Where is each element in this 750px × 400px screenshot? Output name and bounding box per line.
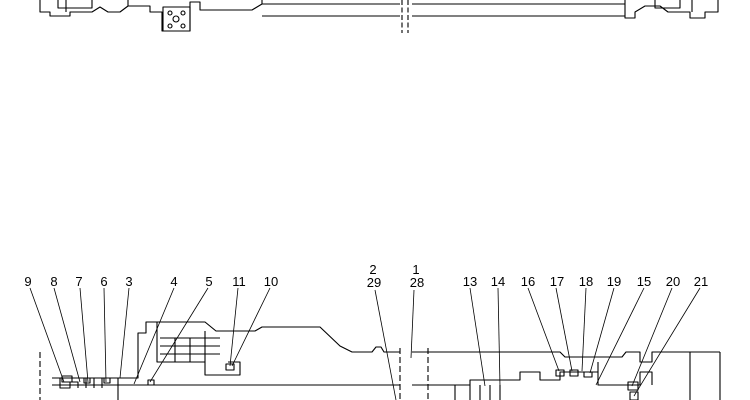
gland-inner-step bbox=[204, 361, 241, 376]
callout-7: 7 bbox=[75, 274, 82, 289]
seal-ring bbox=[103, 377, 111, 384]
leader-18 bbox=[581, 287, 587, 372]
overview-left-end bbox=[39, 0, 129, 17]
callout-8: 8 bbox=[50, 274, 57, 289]
right-end-vertical bbox=[689, 352, 721, 400]
leader-lines bbox=[29, 287, 701, 400]
overview-gland bbox=[128, 0, 263, 32]
leader-9 bbox=[29, 287, 65, 383]
leader-13 bbox=[469, 287, 486, 387]
callout-19: 19 bbox=[607, 274, 621, 289]
leader-16 bbox=[527, 287, 560, 372]
gland-thread bbox=[160, 337, 220, 362]
rod-bore-line bbox=[52, 377, 470, 386]
callout-14: 14 bbox=[491, 274, 505, 289]
leader-14 bbox=[497, 287, 501, 387]
callout-29: 29 bbox=[367, 275, 381, 290]
piston-seal bbox=[583, 371, 593, 378]
callout-16: 16 bbox=[521, 274, 535, 289]
leader-10 bbox=[231, 287, 271, 367]
seal-group-left bbox=[59, 378, 103, 389]
piston-seal bbox=[555, 369, 565, 377]
leader-7 bbox=[79, 287, 89, 383]
piston-body bbox=[454, 371, 598, 400]
sectional-view bbox=[39, 321, 721, 400]
leader-5 bbox=[149, 287, 209, 383]
overview-left-clevis bbox=[57, 0, 93, 12]
overview-right-clevis bbox=[654, 0, 693, 12]
leader-6 bbox=[103, 287, 107, 383]
callout-20: 20 bbox=[666, 274, 680, 289]
callout-1: 1 bbox=[412, 262, 419, 277]
callout-21: 21 bbox=[694, 274, 708, 289]
leader-21 bbox=[633, 287, 701, 397]
callout-11: 11 bbox=[232, 274, 246, 289]
piston-seal bbox=[629, 391, 639, 400]
callout-18: 18 bbox=[579, 274, 593, 289]
overview-port-bolt bbox=[167, 10, 173, 16]
callout-10: 10 bbox=[264, 274, 278, 289]
leader-3 bbox=[119, 287, 130, 379]
overview-port-bolt bbox=[180, 23, 186, 29]
gland-housing bbox=[117, 321, 400, 400]
callout-3: 3 bbox=[125, 274, 132, 289]
leader-20 bbox=[631, 287, 673, 387]
seal-ring bbox=[61, 375, 73, 383]
piston-seal bbox=[569, 369, 579, 377]
callout-6: 6 bbox=[100, 274, 107, 289]
callout-15: 15 bbox=[637, 274, 651, 289]
overview-break bbox=[401, 0, 409, 33]
callout-17: 17 bbox=[550, 274, 564, 289]
leader-4 bbox=[133, 287, 175, 385]
overview-tube bbox=[262, 3, 625, 17]
leader-28 bbox=[410, 289, 415, 359]
overview-port-bolt bbox=[167, 23, 173, 29]
callout-2: 2 bbox=[369, 262, 376, 277]
leader-19 bbox=[589, 287, 615, 374]
seal-ring bbox=[83, 377, 91, 384]
section-break-center bbox=[399, 348, 429, 400]
callout-28: 28 bbox=[410, 275, 424, 290]
piston-nut bbox=[469, 385, 501, 400]
overview-port-center bbox=[172, 15, 180, 23]
overview-port-block bbox=[162, 6, 191, 32]
callout-5: 5 bbox=[205, 274, 212, 289]
gland-port bbox=[156, 322, 206, 363]
piston-seal bbox=[627, 381, 639, 391]
cylinder-overview bbox=[39, 0, 719, 33]
leader-15 bbox=[595, 287, 645, 386]
leader-8 bbox=[53, 287, 81, 383]
overview-right-end bbox=[624, 0, 719, 19]
callout-4: 4 bbox=[170, 274, 177, 289]
overview-port-bolt bbox=[180, 10, 186, 16]
callout-9: 9 bbox=[24, 274, 31, 289]
leader-29 bbox=[374, 289, 397, 400]
callout-labels: 9 8 7 6 3 4 5 11 10 2 29 1 28 13 14 16 1… bbox=[24, 262, 708, 290]
leader-11 bbox=[229, 287, 239, 367]
leader-17 bbox=[555, 287, 573, 372]
callout-13: 13 bbox=[463, 274, 477, 289]
tube-wall bbox=[390, 351, 720, 363]
